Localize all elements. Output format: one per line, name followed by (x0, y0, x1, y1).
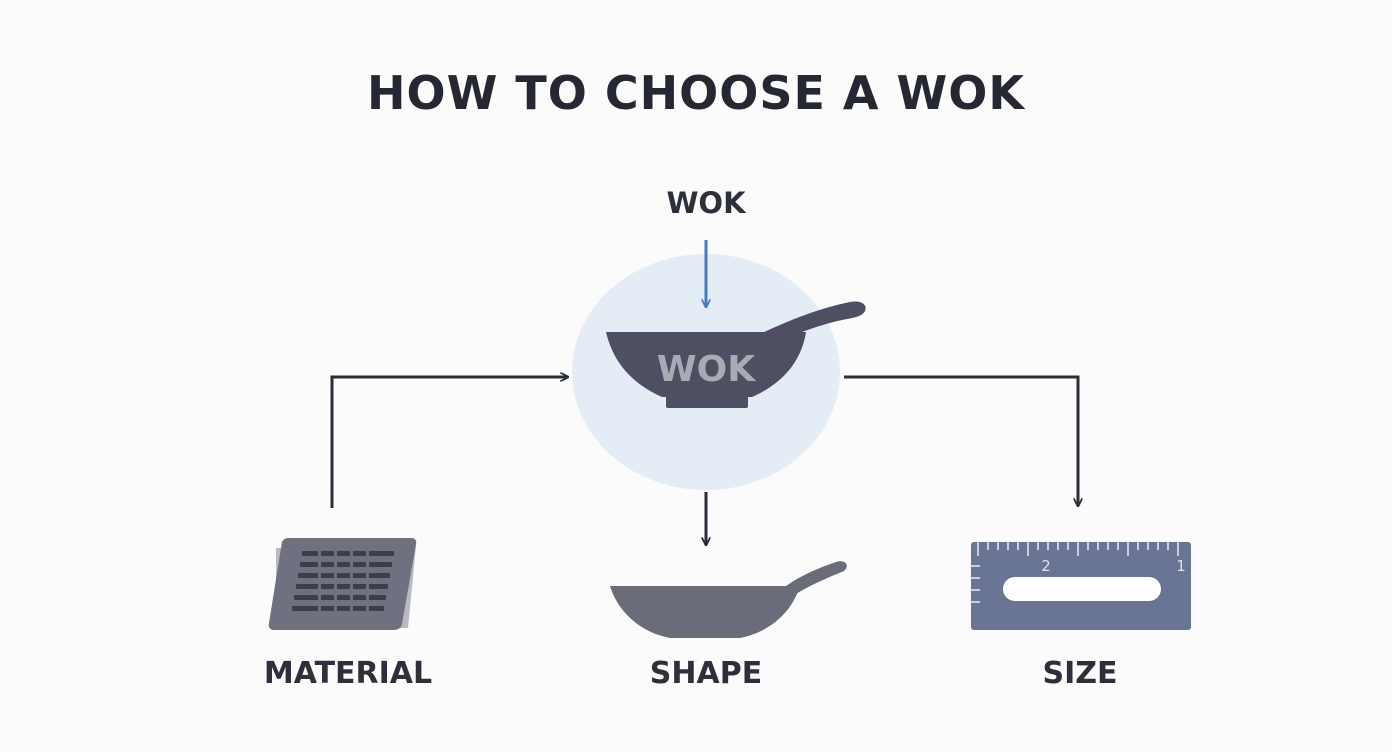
size-label: SIZE (1042, 656, 1118, 691)
shape-label: SHAPE (649, 656, 763, 691)
wok-top-label: WOK (666, 186, 746, 220)
size-connector-arrow (844, 375, 1078, 506)
ruler-icon: 2 1 (971, 542, 1191, 630)
material-label: MATERIAL (263, 656, 433, 691)
center-wok-icon: WOK (606, 301, 866, 408)
wok-shape-icon (610, 561, 847, 638)
ruler-mark-1: 1 (1176, 557, 1186, 575)
material-connector-arrow (330, 377, 568, 508)
ruler-mark-2: 2 (1041, 557, 1051, 575)
diagram-title: HOW TO CHOOSE A WOK (367, 66, 1025, 120)
material-swatch-icon (268, 538, 417, 630)
center-wok-text: WOK (657, 349, 756, 390)
